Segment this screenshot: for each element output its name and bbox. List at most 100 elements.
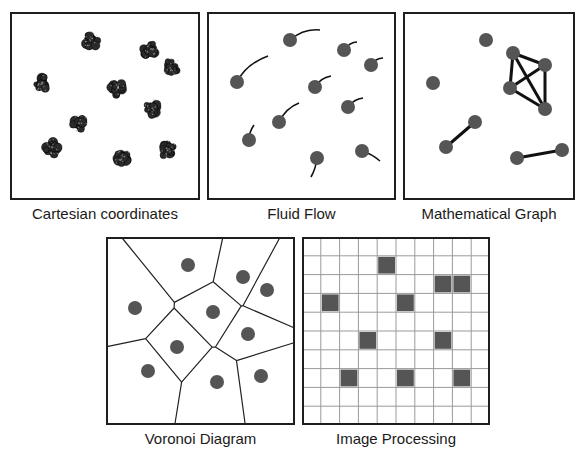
panel-caption: Fluid Flow — [207, 205, 396, 223]
blob-texture — [78, 127, 79, 128]
blob-texture — [47, 143, 48, 144]
blob-texture — [165, 153, 166, 154]
blob-part — [165, 59, 170, 64]
filled-pixel — [322, 294, 339, 311]
blob-texture — [79, 119, 80, 120]
blob-texture — [177, 60, 178, 61]
blob-part — [112, 84, 117, 89]
blob-texture — [92, 38, 93, 39]
blob-texture — [174, 61, 175, 62]
graph-vertex — [439, 140, 453, 154]
particle-dot — [272, 115, 286, 129]
blob-texture — [40, 88, 41, 89]
blob-part — [91, 41, 100, 50]
blob-texture — [38, 84, 39, 85]
blob-texture — [169, 148, 170, 149]
blob-texture — [170, 63, 171, 64]
blob-texture — [51, 153, 52, 154]
blob-texture — [52, 144, 53, 145]
blob-texture — [84, 38, 85, 39]
blob-texture — [118, 87, 119, 88]
voronoi-site — [206, 305, 220, 319]
particle-dot — [242, 133, 256, 147]
panel: Mathematical Graph — [403, 12, 575, 223]
blob-texture — [165, 156, 166, 157]
blob-texture — [91, 38, 92, 39]
voronoi-site — [170, 340, 184, 354]
blob-texture — [76, 130, 77, 131]
grid-line — [302, 349, 490, 350]
blob-texture — [167, 149, 168, 150]
blob-part — [165, 148, 171, 154]
particle-dot — [355, 144, 369, 158]
grid-line — [452, 237, 453, 425]
graph-drawing — [426, 33, 569, 165]
blob-part — [148, 47, 158, 57]
grid-line — [302, 331, 490, 332]
particle-dot — [364, 58, 378, 72]
filled-pixel — [453, 276, 470, 293]
blob-texture — [118, 83, 119, 84]
blob-texture — [168, 140, 169, 141]
molecule-blob — [164, 59, 180, 76]
molecule-blob — [113, 150, 131, 167]
blob-texture — [76, 130, 77, 131]
blob-texture — [166, 148, 167, 149]
panel-frame — [403, 12, 575, 200]
blob-texture — [50, 151, 51, 152]
blob-texture — [166, 148, 167, 149]
blob-texture — [147, 52, 148, 53]
molecule-blobs — [34, 32, 180, 167]
particle-dot — [310, 151, 324, 165]
blob-part — [41, 74, 48, 81]
blob-texture — [87, 45, 88, 46]
blob-texture — [172, 150, 173, 151]
blob-part — [42, 142, 52, 152]
blob-texture — [170, 67, 171, 68]
grid-line — [414, 237, 415, 425]
molecule-blob — [81, 32, 100, 50]
blob-texture — [80, 115, 81, 116]
blob-texture — [117, 87, 118, 88]
blob-texture — [53, 153, 54, 154]
blob-texture — [155, 99, 156, 100]
panel-caption: Voronoi Diagram — [106, 430, 295, 448]
blob-texture — [119, 151, 120, 152]
blob-texture — [43, 86, 44, 87]
blob-texture — [154, 53, 155, 54]
blob-texture — [57, 153, 58, 154]
grid-line — [433, 237, 434, 425]
panel-caption: Image Processing — [302, 430, 490, 448]
blob-texture — [85, 41, 86, 42]
graph-vertex — [468, 115, 482, 129]
filled-pixel — [397, 294, 414, 311]
graph-vertex — [506, 46, 520, 60]
blob-texture — [151, 48, 152, 49]
blob-texture — [174, 62, 175, 63]
blob-texture — [145, 104, 146, 105]
blob-texture — [77, 116, 78, 117]
blob-texture — [167, 69, 168, 70]
blob-part — [78, 118, 87, 127]
blob-texture — [171, 147, 172, 148]
panel-frame — [106, 237, 295, 425]
blob-texture — [51, 146, 52, 147]
blob-part — [86, 32, 94, 40]
graph-vertex — [426, 76, 440, 90]
blob-texture — [152, 114, 153, 115]
blob-texture — [41, 82, 42, 83]
blob-texture — [147, 105, 148, 106]
blob-texture — [151, 102, 152, 103]
blob-texture — [56, 149, 57, 150]
blob-part — [165, 147, 171, 153]
blob-texture — [38, 88, 39, 89]
blob-texture — [122, 161, 123, 162]
blob-texture — [171, 59, 172, 60]
blob-texture — [153, 98, 154, 99]
filled-pixel — [359, 332, 376, 349]
blob-texture — [162, 150, 163, 151]
blob-texture — [150, 48, 151, 49]
blob-texture — [153, 48, 154, 49]
particle-dot — [230, 75, 244, 89]
